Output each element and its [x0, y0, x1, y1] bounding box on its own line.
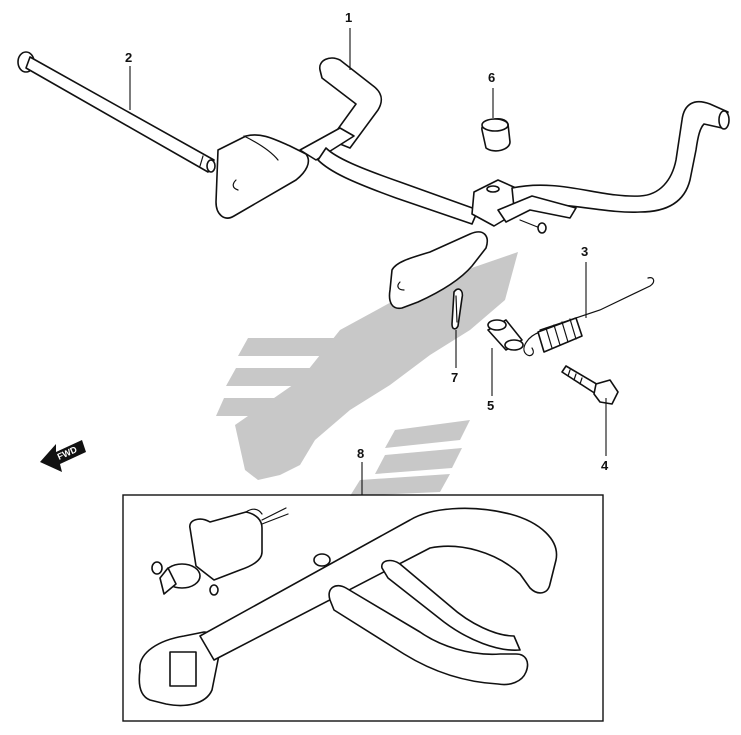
- callout-5: 5: [487, 398, 494, 413]
- watermark-logo: [216, 252, 518, 496]
- callout-7: 7: [451, 370, 458, 385]
- leader-lines: [129, 28, 607, 495]
- part-5-collar: [487, 319, 524, 351]
- part-3-return-spring: [523, 277, 655, 357]
- callout-1: 1: [345, 10, 352, 25]
- callout-2: 2: [125, 50, 132, 65]
- fwd-arrow-icon: FWD: [40, 440, 86, 472]
- callout-8: 8: [357, 446, 364, 461]
- callout-labels: 1 2 3 4 5 6 7 8: [125, 10, 609, 473]
- part-1-main-stand: [215, 57, 730, 310]
- part-6-rubber-stopper: [481, 118, 511, 152]
- part-2-pivot-rod: [17, 51, 216, 173]
- part-4-bolt: [561, 365, 619, 405]
- callout-6: 6: [488, 70, 495, 85]
- part-8-assembly-box: [122, 494, 604, 722]
- callout-4: 4: [601, 458, 609, 473]
- callout-3: 3: [581, 244, 588, 259]
- part-7-cotter-pin: [451, 288, 464, 330]
